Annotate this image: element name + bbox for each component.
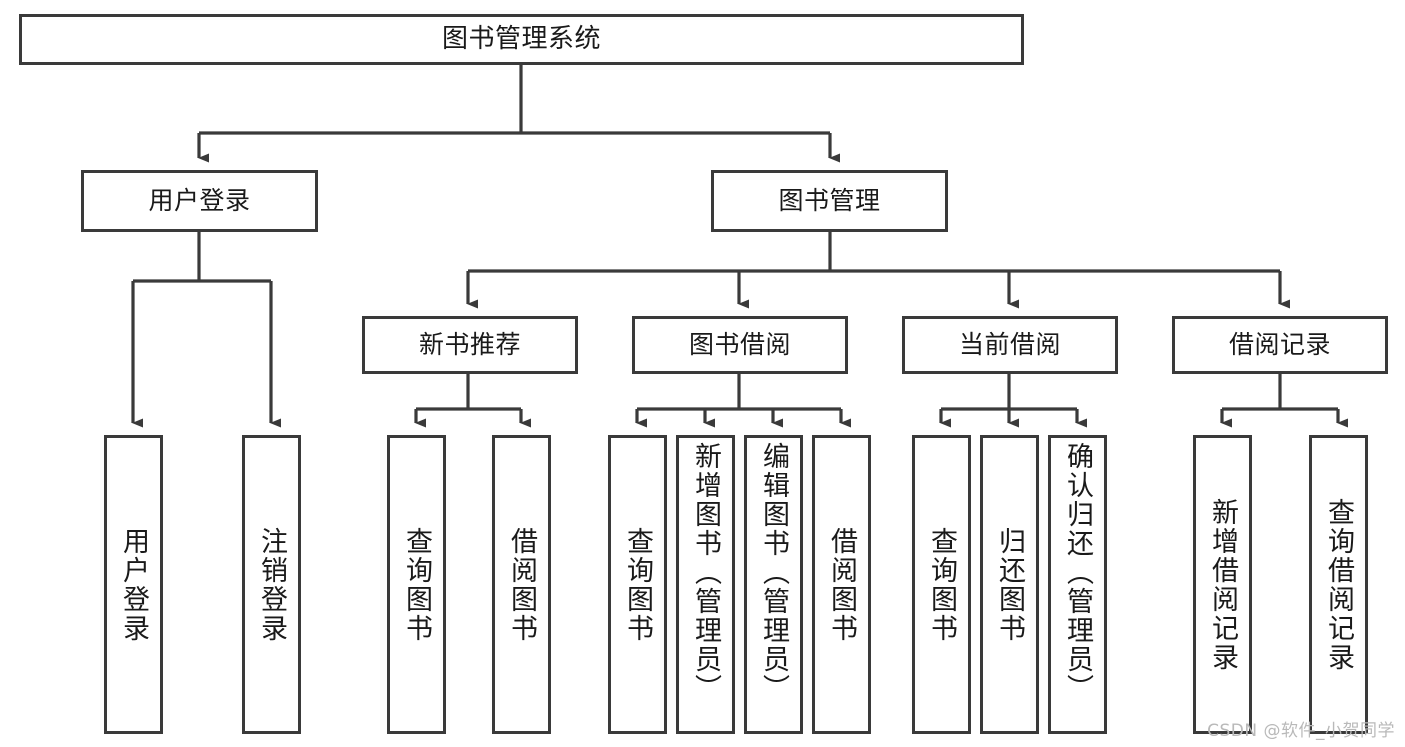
node-label: 新增借阅记录 — [1207, 497, 1238, 672]
node-label: 借阅图书 — [826, 526, 857, 643]
node-label: 图书借阅 — [688, 330, 791, 360]
node-label: 确认归还（管理员） — [1062, 442, 1093, 703]
node-leaf-confirm-return[interactable]: 确认归还（管理员） — [1048, 435, 1107, 734]
node-label: 借阅图书 — [506, 526, 537, 643]
node-leaf-return-book[interactable]: 归还图书 — [980, 435, 1039, 734]
node-label: 归还图书 — [994, 526, 1025, 643]
node-borrow-record[interactable]: 借阅记录 — [1172, 316, 1388, 374]
node-label: 用户登录 — [148, 186, 251, 216]
node-current-borrow[interactable]: 当前借阅 — [902, 316, 1118, 374]
csdn-watermark: CSDN @软件_小贺同学 — [1207, 721, 1395, 741]
node-leaf-query-borrow-record[interactable]: 查询借阅记录 — [1309, 435, 1368, 734]
node-label: 用户登录 — [118, 526, 149, 643]
node-leaf-borrow-book-b[interactable]: 借阅图书 — [812, 435, 871, 734]
node-label: 查询借阅记录 — [1323, 497, 1354, 672]
node-leaf-query-book-a[interactable]: 查询图书 — [387, 435, 446, 734]
node-label: 图书管理 — [778, 186, 881, 216]
node-book-borrow[interactable]: 图书借阅 — [632, 316, 848, 374]
node-leaf-borrow-book-a[interactable]: 借阅图书 — [492, 435, 551, 734]
node-label: 编辑图书（管理员） — [758, 442, 789, 703]
node-leaf-add-borrow-record[interactable]: 新增借阅记录 — [1193, 435, 1252, 734]
node-label: 当前借阅 — [958, 330, 1061, 360]
node-root-book-management-system[interactable]: 图书管理系统 — [19, 14, 1024, 65]
node-leaf-user-login[interactable]: 用户登录 — [104, 435, 163, 734]
node-label: 图书管理系统 — [441, 24, 601, 55]
node-leaf-query-book-c[interactable]: 查询图书 — [912, 435, 971, 734]
node-label: 查询图书 — [622, 526, 653, 643]
node-leaf-add-book[interactable]: 新增图书（管理员） — [676, 435, 735, 734]
node-label: 新书推荐 — [418, 330, 521, 360]
node-label: 查询图书 — [401, 526, 432, 643]
node-label: 借阅记录 — [1228, 330, 1331, 360]
node-user-login[interactable]: 用户登录 — [81, 170, 318, 232]
node-leaf-logout[interactable]: 注销登录 — [242, 435, 301, 734]
node-label: 注销登录 — [256, 526, 287, 643]
node-leaf-query-book-b[interactable]: 查询图书 — [608, 435, 667, 734]
node-new-book-recommend[interactable]: 新书推荐 — [362, 316, 578, 374]
node-label: 新增图书（管理员） — [690, 442, 721, 703]
node-label: 查询图书 — [926, 526, 957, 643]
node-leaf-edit-book[interactable]: 编辑图书（管理员） — [744, 435, 803, 734]
node-book-management[interactable]: 图书管理 — [711, 170, 948, 232]
